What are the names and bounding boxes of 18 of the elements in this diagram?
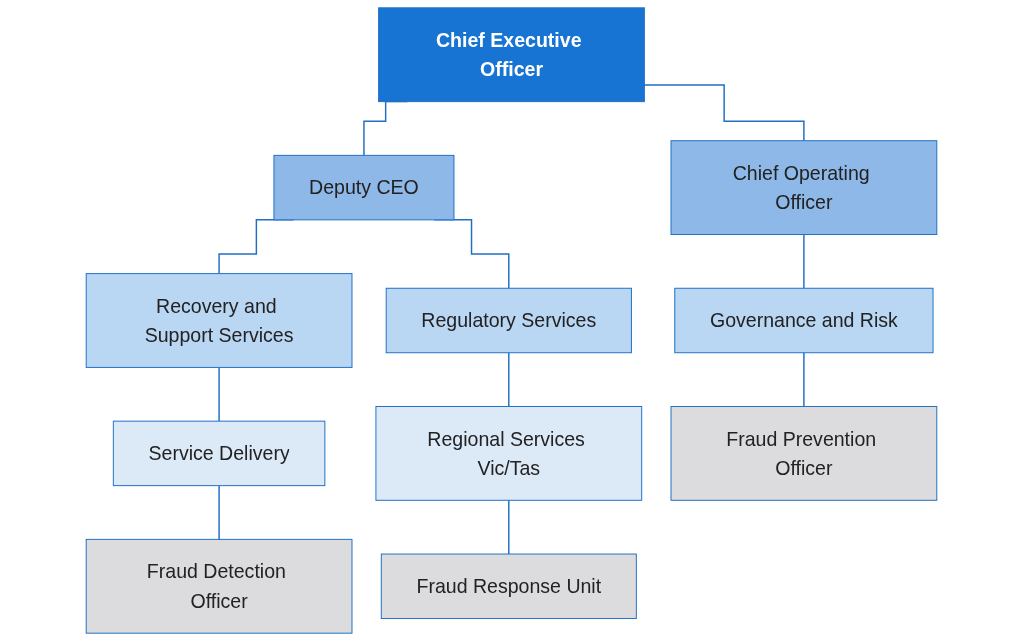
node-box: Fraud Detection Officer <box>85 538 353 634</box>
connector <box>803 233 805 289</box>
node-box: Fraud Prevention Officer <box>670 406 938 501</box>
node-box: Chief Executive Officer <box>378 7 645 103</box>
node-box: Recovery and Support Services <box>85 273 353 368</box>
node-box: Service Delivery <box>112 420 326 487</box>
node-box: Deputy CEO <box>273 154 455 221</box>
node-box: Regulatory Services <box>385 287 632 354</box>
connector <box>803 352 805 408</box>
connector <box>218 484 220 541</box>
node-box: Fraud Response Unit <box>380 553 637 619</box>
connector <box>218 366 220 422</box>
node-box: Regional Services Vic/Tas <box>375 406 643 501</box>
connector <box>643 84 805 142</box>
node-box: Chief Operating Officer <box>670 140 938 235</box>
connector <box>508 499 510 555</box>
node-box: Governance and Risk <box>674 287 934 354</box>
connector <box>508 352 510 408</box>
